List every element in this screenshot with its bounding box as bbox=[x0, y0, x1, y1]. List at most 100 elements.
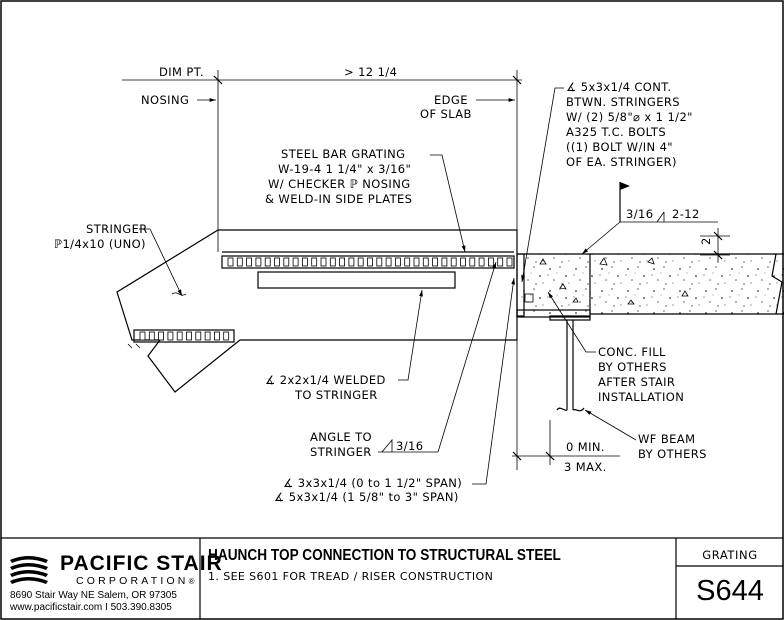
drawing-category: GRATING bbox=[702, 548, 758, 562]
grating-bar-cell bbox=[301, 257, 308, 267]
grating-bar-cell bbox=[186, 331, 192, 341]
wf-beam bbox=[549, 315, 591, 412]
angle-to-label-2: STRINGER bbox=[310, 445, 372, 459]
weld-right-label: 2-12 bbox=[672, 207, 700, 221]
grating-bar-cell bbox=[422, 257, 429, 267]
dim-point-label: DIM PT. bbox=[159, 65, 204, 79]
grating-bar-cell bbox=[148, 331, 155, 341]
angle-welded-2: TO STRINGER bbox=[294, 388, 378, 402]
span-note-2: ∡ 5x3x1/4 (1 5/8" to 3" SPAN) bbox=[274, 490, 459, 504]
conc-fill-callout: CONC. FILL BY OTHERS AFTER STAIR INSTALL… bbox=[547, 291, 684, 404]
grating-note-2: W-19-4 1 1/4" x 3/16" bbox=[278, 162, 411, 176]
grating-bar-cell bbox=[487, 257, 494, 267]
wf-beam-callout: WF BEAM BY OTHERS bbox=[584, 409, 707, 461]
wf-beam-2: BY OTHERS bbox=[638, 447, 707, 461]
grating-bar-cell bbox=[213, 331, 220, 341]
company-address: 8690 Stair Way NE Salem, OR 97305 bbox=[10, 590, 177, 601]
grating-bars bbox=[227, 257, 513, 267]
sheet-number: S644 bbox=[696, 575, 764, 607]
grating-bar-cell bbox=[292, 257, 299, 267]
conc-fill-3: AFTER STAIR bbox=[598, 375, 675, 389]
grating-bar-cell bbox=[460, 257, 466, 267]
grating-bar-cell bbox=[158, 331, 165, 341]
grating-bar-cell bbox=[478, 257, 485, 267]
grating-bar-cell bbox=[274, 257, 280, 267]
span-note-1: ∡ 3x3x1/4 (0 to 1 1/2" SPAN) bbox=[283, 476, 462, 490]
wf-beam-1: WF BEAM bbox=[638, 432, 695, 446]
angle-welded-1: ∡ 2x2x1/4 WELDED bbox=[265, 373, 386, 387]
grating-bar-cell bbox=[441, 257, 448, 267]
grating-note-4: & WELD-IN SIDE PLATES bbox=[265, 192, 412, 206]
edge-label-2: OF SLAB bbox=[420, 107, 472, 121]
grating-bar-cell bbox=[236, 257, 243, 267]
angle-to-label-1: ANGLE TO bbox=[310, 430, 372, 444]
grating-bar-cell bbox=[367, 257, 373, 267]
grating-bar-cell bbox=[167, 331, 174, 341]
gap-dimension: 0 MIN. 3 MAX. bbox=[512, 420, 620, 474]
grating-bar-cell bbox=[394, 257, 401, 267]
conc-fill-4: INSTALLATION bbox=[598, 390, 684, 404]
grating-bar-cell bbox=[357, 257, 364, 267]
grating-bar-cell bbox=[204, 331, 211, 341]
grating-bars-lower bbox=[139, 331, 230, 341]
company-sub-text: CORPORATION bbox=[76, 575, 189, 587]
grating-bar-cell bbox=[139, 331, 146, 341]
company-contact: www.pacificstair.com I 503.390.8305 bbox=[10, 602, 172, 613]
max-dim-label: 3 MAX. bbox=[564, 460, 607, 474]
grating-bar-cell bbox=[246, 257, 253, 267]
grating-bar-cell bbox=[432, 257, 439, 267]
grating-note-3: W/ CHECKER ℙ NOSING bbox=[268, 177, 411, 191]
grating-bar-cell bbox=[264, 257, 271, 267]
company-subtitle: CORPORATION® bbox=[76, 575, 195, 587]
top-dimension: DIM PT. > 12 1/4 bbox=[122, 65, 522, 470]
min-dim-label: 0 MIN. bbox=[566, 440, 605, 454]
angle-note-3: W/ (2) 5/8"⌀ x 1 1/2" bbox=[566, 110, 693, 124]
stringer-label-2: ℙ1/4x10 (UNO) bbox=[54, 237, 146, 251]
angle-note-6: OF EA. STRINGER) bbox=[566, 155, 677, 169]
grating-bar-cell bbox=[176, 331, 183, 341]
angle-to-stringer-callout: ANGLE TO STRINGER 3/16 bbox=[310, 261, 497, 459]
span-callout: ∡ 3x3x1/4 (0 to 1 1/2" SPAN) ∡ 5x3x1/4 (… bbox=[274, 277, 516, 504]
grating-bar-cell bbox=[348, 257, 355, 267]
weld-left-label: 3/16 bbox=[626, 207, 653, 221]
drawing-note: 1. SEE S601 FOR TREAD / RISER CONSTRUCTI… bbox=[208, 570, 494, 583]
grating-bar-cell bbox=[227, 257, 234, 267]
stringer-callout: STRINGER ℙ1/4x10 (UNO) bbox=[54, 222, 183, 297]
dim-value-label: > 12 1/4 bbox=[344, 65, 397, 79]
grating-note-1: STEEL BAR GRATING bbox=[281, 147, 405, 161]
angle-note-1: ∡ 5x3x1/4 CONT. bbox=[566, 80, 671, 94]
angle-cont-note: ∡ 5x3x1/4 CONT. BTWN. STRINGERS W/ (2) 5… bbox=[521, 80, 693, 283]
grating-bar-cell bbox=[339, 257, 346, 267]
grating-bar-cell bbox=[385, 257, 392, 267]
grating-bar-cell bbox=[195, 331, 202, 341]
grating-note: STEEL BAR GRATING W-19-4 1 1/4" x 3/16" … bbox=[265, 147, 466, 253]
grating-bar-cell bbox=[469, 257, 476, 267]
drawing-title: HAUNCH TOP CONNECTION TO STRUCTURAL STEE… bbox=[208, 547, 561, 564]
company-name: PACIFIC STAIR bbox=[60, 552, 223, 575]
grating-bar-cell bbox=[255, 257, 262, 267]
title-block-frame bbox=[1, 537, 783, 619]
edge-of-slab-callout: EDGE OF SLAB bbox=[420, 93, 515, 121]
edge-label-1: EDGE bbox=[434, 93, 468, 107]
concrete-slab bbox=[517, 253, 784, 315]
angle-welded-callout: ∡ 2x2x1/4 WELDED TO STRINGER bbox=[265, 289, 423, 402]
grating-bar-cell bbox=[506, 257, 513, 267]
grating-bar-cell bbox=[223, 331, 230, 341]
conc-fill-1: CONC. FILL bbox=[598, 345, 666, 359]
grating-bar-cell bbox=[376, 257, 383, 267]
conc-fill-2: BY OTHERS bbox=[598, 360, 667, 374]
angle-note-5: ((1) BOLT W/IN 4" bbox=[566, 140, 673, 154]
stringer bbox=[116, 229, 518, 393]
registered-mark: ® bbox=[188, 577, 195, 586]
weld-symbol-slab: 3/16 2-12 bbox=[581, 182, 718, 255]
grating-bar-cell bbox=[497, 257, 504, 267]
stringer-label-1: STRINGER bbox=[86, 222, 148, 236]
title-block: PACIFIC STAIR CORPORATION® 8690 Stair Wa… bbox=[0, 538, 784, 620]
grating-bar-cell bbox=[283, 257, 290, 267]
company-logo-icon bbox=[10, 556, 48, 584]
slab-dim-label: 2 bbox=[699, 237, 713, 245]
grating-bar-cell bbox=[450, 257, 457, 267]
grating-bar-cell bbox=[413, 257, 420, 267]
grating-bar-cell bbox=[329, 257, 336, 267]
